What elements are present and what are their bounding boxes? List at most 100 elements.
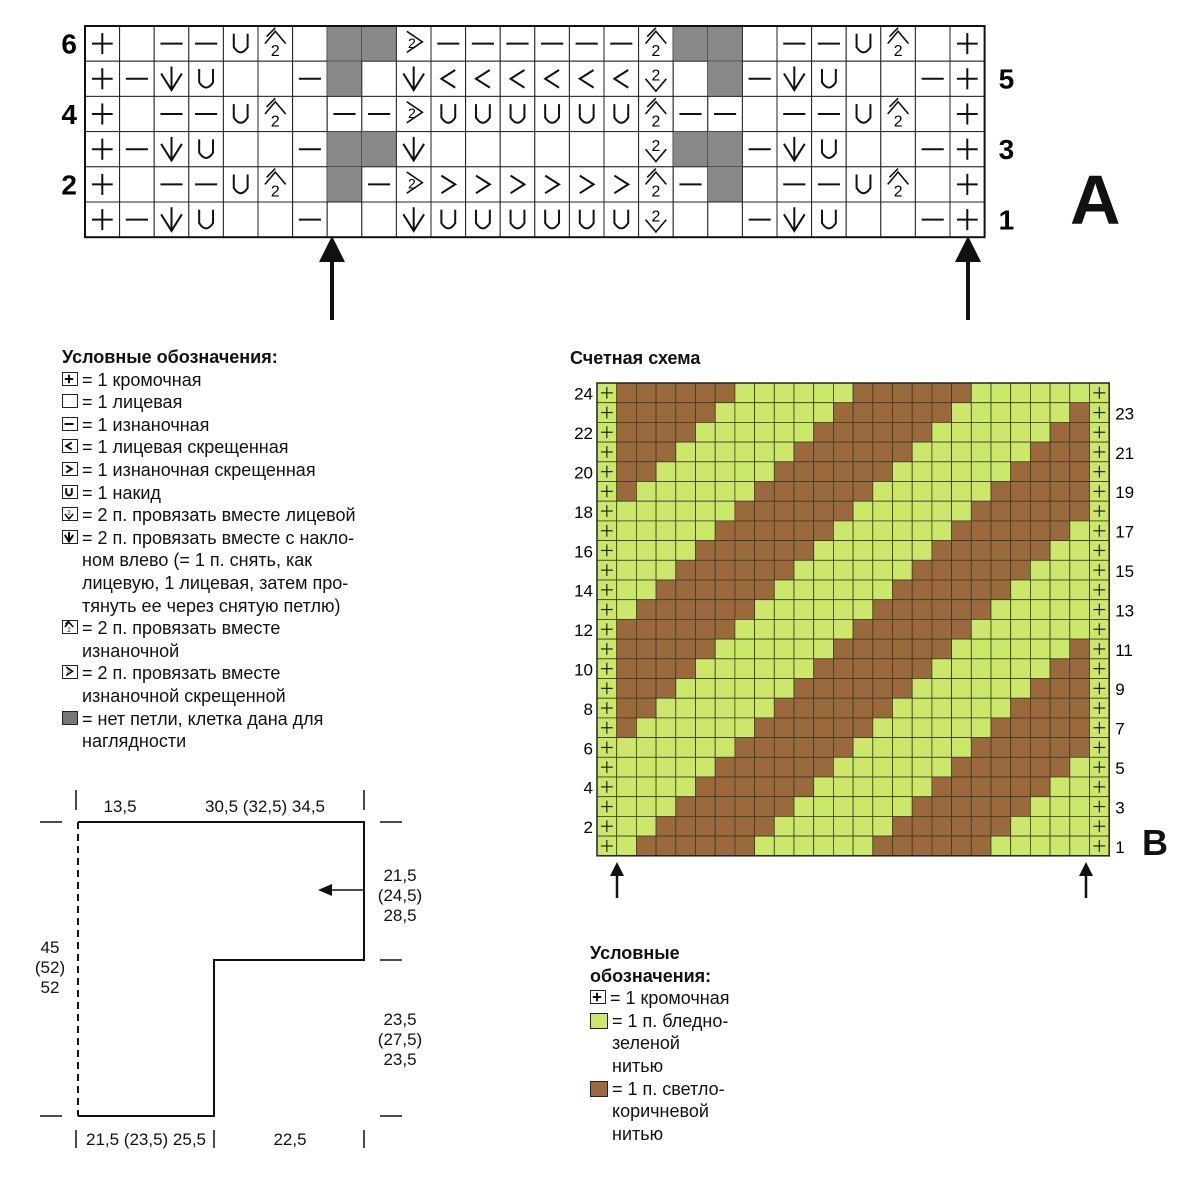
chart-b-arrow-head [1079, 862, 1093, 876]
chart-a-cell [499, 166, 536, 203]
chart-a-row-number-right: 5 [999, 64, 1015, 95]
legend-a: Условные обозначения: = 1 кромочная= 1 л… [62, 346, 422, 753]
chart-a-label: A [1070, 161, 1121, 239]
chart-a-sym-gt2-num: 2 [408, 105, 416, 121]
chart-a-sym-down [402, 66, 425, 92]
legend-a-symbol-icon: 2 [62, 620, 78, 635]
legend-b-symbol-icon [590, 990, 606, 1005]
chart-a-row-number-right: 1 [999, 204, 1015, 235]
chart-a-cell [880, 131, 916, 168]
legend-a-item: 2 = 2 п. провязать вместе изнаночной скре… [62, 662, 422, 707]
legend-a-title: Условные обозначения: [62, 347, 278, 367]
chart-a-cell [914, 166, 951, 203]
legend-a-symbol-icon [62, 439, 78, 454]
chart-a-sym-gt [613, 174, 631, 195]
chart-a-sym-up2 [644, 97, 667, 115]
chart-a-sym-gt2 [406, 171, 424, 194]
legend-a-item: = 1 изнаночная [62, 414, 422, 437]
chart-b-row-number-left: 16 [574, 542, 593, 561]
chart-a-sym-up2 [887, 167, 910, 185]
chart-a-sym-up2-num: 2 [894, 184, 903, 201]
chart-a-cell [119, 95, 155, 133]
chart-b-row-number-right: 3 [1115, 798, 1124, 817]
chart-a-sym-gt [510, 174, 527, 195]
legend-a-text: = 1 накид [82, 482, 161, 503]
legend-b-item: = 1 кромочная [590, 987, 810, 1010]
legend-a-text: = 2 п. провязать вместе с накло- ном вле… [82, 527, 355, 616]
legend-a-symbol-icon [62, 529, 78, 544]
chart-a-sym-up2 [887, 27, 910, 45]
chart-b-row-number-right: 1 [1115, 838, 1124, 857]
chart-a-sym-u [440, 209, 457, 230]
chart-a-sym-u [613, 104, 630, 124]
chart-a-sym-down [160, 66, 183, 92]
legend-a-item: = нет петли, клетка дана для наглядности [62, 708, 422, 753]
chart-a-sym-up2 [644, 167, 667, 185]
chart-a-sym-u [855, 174, 872, 195]
chart-a-cell [430, 95, 467, 133]
chart-a-sym-up2-num: 2 [271, 184, 280, 201]
legend-a-symbol-icon: 2 [62, 665, 78, 680]
chart-a-cell [811, 60, 847, 97]
chart-a-sym-u [509, 209, 526, 230]
dim-top-right: 30,5 (32,5) 34,5 [204, 797, 326, 816]
chart-a-row-number-right: 3 [999, 134, 1015, 165]
chart-b-row-number-right: 5 [1115, 759, 1124, 778]
chart-a-sym-v2-num: 2 [651, 68, 660, 85]
chart-a-sym-up2-num: 2 [651, 43, 660, 60]
chart-a-cell [465, 95, 501, 133]
chart-a-sym-gray [327, 166, 362, 202]
chart-a-sym-gray [707, 61, 743, 97]
chart-a-sym-gray [327, 61, 362, 97]
chart-a-cell [845, 131, 882, 168]
chart-a-cell [845, 60, 882, 97]
chart-a-sym-u [232, 33, 249, 54]
legend-a-glyph-v2-num: 2 [67, 510, 71, 517]
pattern-outline [78, 821, 365, 1117]
chart-b-row-number-left: 2 [584, 818, 593, 837]
legend-a-text: = 1 кромочная [82, 369, 202, 390]
chart-a-sym-lt [508, 69, 525, 89]
chart-a-cell [534, 166, 570, 203]
chart-a-sym-v2 [644, 148, 667, 163]
chart-a-sym-gt2 [406, 30, 424, 54]
chart-b-row-number-right: 9 [1115, 680, 1124, 699]
chart-a-cell [741, 166, 778, 203]
chart-a-sym-lt [577, 69, 595, 89]
chart-a-arrow-head [319, 236, 345, 262]
chart-a-cell [222, 60, 259, 97]
chart-b-row-number-right: 13 [1115, 601, 1134, 620]
chart-a-sym-u [855, 33, 872, 54]
chart-a-sym-gray [361, 26, 397, 62]
chart-a-sym-up2-num: 2 [651, 184, 660, 201]
chart-b-row-number-left: 18 [574, 503, 593, 522]
chart-a-cell [845, 95, 882, 133]
legend-a-symbol-icon [62, 371, 78, 386]
chart-b-row-number-left: 4 [584, 779, 593, 798]
chart-a-sym-u [509, 104, 526, 124]
legend-a-item: = 1 лицевая скрещенная [62, 436, 422, 459]
chart-b-row-number-left: 10 [574, 661, 593, 680]
chart-a-sym-u [820, 209, 837, 230]
chart-b-row-number-right: 21 [1115, 444, 1134, 463]
chart-a-sym-u [820, 139, 837, 159]
chart-a-row-number-left: 6 [61, 28, 77, 59]
chart-a-sym-gray [327, 131, 362, 167]
chart-a-arrow-head [955, 236, 981, 262]
chart-b-row-number-left: 24 [574, 385, 593, 404]
chart-a-sym-u [198, 209, 215, 230]
legend-b-item: = 1 п. бледно- зеленой нитью [590, 1010, 810, 1078]
chart-a-sym-gt2 [406, 101, 424, 124]
chart-a-sym-v2 [644, 219, 667, 234]
legend-a-text: = 2 п. провязать вместе изнаночной скрещ… [82, 663, 286, 706]
chart-a-cell [188, 201, 224, 238]
legend-a-text: = 2 п. провязать вместе изнаночной [82, 618, 281, 661]
chart-a-sym-down [160, 136, 183, 163]
chart-a-sym-u [578, 209, 595, 230]
legend-a-text: = 1 лицевая [82, 392, 183, 413]
chart-a-sym-gt [544, 174, 561, 195]
legend-b-item: = 1 п. светло- коричневой нитью [590, 1078, 810, 1146]
chart-b-row-number-left: 14 [574, 582, 593, 601]
